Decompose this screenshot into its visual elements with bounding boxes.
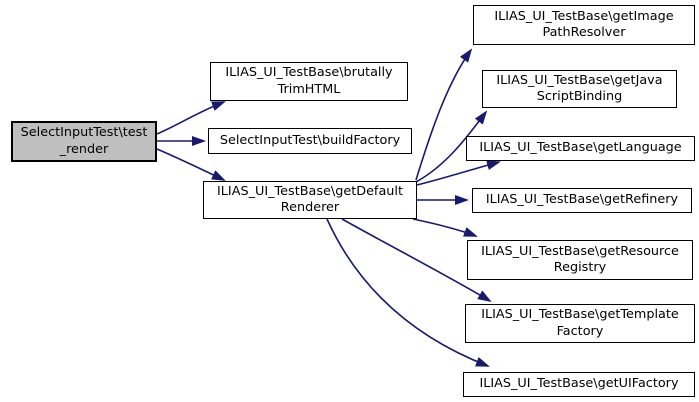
node-get-language[interactable]: ILIAS_UI_TestBase\getLanguage	[466, 136, 695, 161]
node-get-default-renderer[interactable]: ILIAS_UI_TestBase\getDefault Renderer	[203, 181, 417, 219]
node-get-template-factory[interactable]: ILIAS_UI_TestBase\getTemplate Factory	[465, 304, 695, 343]
edge-get-default-renderer-to-get-ui-factory	[326, 218, 490, 367]
edge-get-default-renderer-to-get-template-factory	[341, 218, 492, 303]
edge-get-default-renderer-to-get-image-path-resolver	[415, 48, 473, 181]
node-get-ui-factory[interactable]: ILIAS_UI_TestBase\getUIFactory	[463, 372, 695, 397]
edge-test-render-to-get-default-renderer	[156, 148, 226, 181]
edge-get-default-renderer-to-get-resource-registry	[412, 218, 478, 237]
edge-get-default-renderer-to-get-java-script-binding	[415, 110, 488, 183]
node-build-factory[interactable]: SelectInputTest\buildFactory	[208, 128, 412, 154]
node-get-image-path-resolver[interactable]: ILIAS_UI_TestBase\getImage PathResolver	[473, 5, 695, 45]
edge-get-default-renderer-to-get-language	[416, 160, 501, 186]
node-brutally-trim-html[interactable]: ILIAS_UI_TestBase\brutally TrimHTML	[210, 62, 408, 101]
node-get-java-script-binding[interactable]: ILIAS_UI_TestBase\getJava ScriptBinding	[482, 70, 677, 108]
edge-test-render-to-brutally-trim-html	[156, 101, 226, 135]
node-select-input-test-test-render: SelectInputTest\test _render	[11, 121, 157, 162]
node-get-refinery[interactable]: ILIAS_UI_TestBase\getRefinery	[472, 188, 692, 213]
node-get-resource-registry[interactable]: ILIAS_UI_TestBase\getResource Registry	[467, 240, 693, 280]
